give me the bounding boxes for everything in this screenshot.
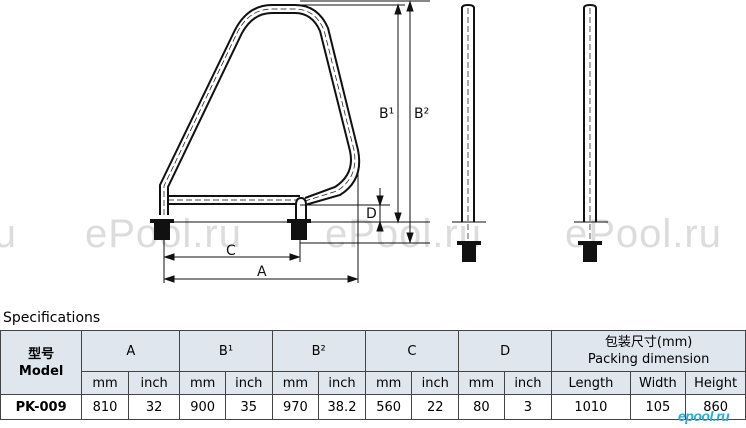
packing-header-cn: 包装尺寸(mm)	[604, 335, 693, 350]
ladder-front-view	[150, 4, 430, 240]
value-cell: 32	[127, 394, 181, 420]
value-cell: 900	[179, 394, 226, 420]
handrail-tube-outer	[159, 4, 361, 215]
unit-cell: mm	[81, 371, 129, 395]
packing-col-length: Length	[551, 371, 631, 395]
value-cell: 560	[364, 394, 413, 420]
group-header-b1: B¹	[179, 330, 273, 372]
group-header-c: C	[364, 330, 460, 372]
packing-header-en: Packing dimension	[587, 352, 710, 367]
dim-label-c: C	[226, 243, 236, 259]
unit-cell: inch	[318, 371, 366, 395]
value-cell: 970	[271, 394, 320, 420]
spec-table: 型号 Model A B¹ B² C D 包装尺寸(mm) Packing di…	[0, 330, 746, 420]
model-header: 型号 Model	[0, 330, 83, 395]
value-cell: 38.2	[318, 394, 366, 420]
unit-cell: inch	[127, 371, 181, 395]
dim-label-b2: B²	[414, 106, 429, 122]
right-anchor	[291, 222, 307, 240]
table-row: PK-009 810 32 900 35 970 38.2 560 22 80 …	[0, 394, 746, 420]
dim-label-a: A	[257, 264, 267, 280]
group-header-d: D	[458, 330, 553, 372]
unit-cell: inch	[411, 371, 460, 395]
watermark: ePool.ru	[325, 212, 482, 256]
unit-cell: inch	[224, 371, 273, 395]
packing-cell: 105	[629, 394, 687, 420]
model-header-cn: 型号	[28, 346, 55, 362]
packing-cell: 1010	[551, 394, 631, 420]
value-cell: 22	[411, 394, 460, 420]
handrail-tube-inner	[167, 12, 352, 215]
left-anchor	[154, 222, 170, 240]
unit-cell: mm	[271, 371, 320, 395]
unit-cell: mm	[458, 371, 505, 395]
packing-header: 包装尺寸(mm) Packing dimension	[551, 330, 746, 372]
value-cell: 35	[224, 394, 273, 420]
unit-cell: mm	[364, 371, 413, 395]
epool-logo: epool.ru	[678, 408, 730, 424]
value-cell: 810	[81, 394, 129, 420]
value-cell: 80	[458, 394, 505, 420]
dim-label-b1: B¹	[379, 106, 394, 122]
packing-col-height: Height	[685, 371, 746, 395]
spec-title: Specifications	[3, 310, 101, 326]
handrail-drawing: B¹ B² D C A	[150, 0, 608, 283]
value-cell: 3	[503, 394, 553, 420]
side-view-1	[452, 3, 486, 262]
group-header-a: A	[81, 330, 181, 372]
packing-col-width: Width	[629, 371, 687, 395]
dimension-lines	[163, 0, 430, 283]
unit-cell: mm	[179, 371, 226, 395]
handrail-tube-centerline	[163, 8, 356, 215]
dim-label-d: D	[366, 206, 377, 222]
side-view-2	[574, 3, 608, 262]
packing-cell: 860	[685, 394, 746, 420]
model-header-en: Model	[18, 363, 64, 379]
model-cell: PK-009	[0, 394, 83, 420]
group-header-b2: B²	[271, 330, 366, 372]
watermark: ePool.ru	[0, 212, 17, 256]
unit-cell: inch	[503, 371, 553, 395]
